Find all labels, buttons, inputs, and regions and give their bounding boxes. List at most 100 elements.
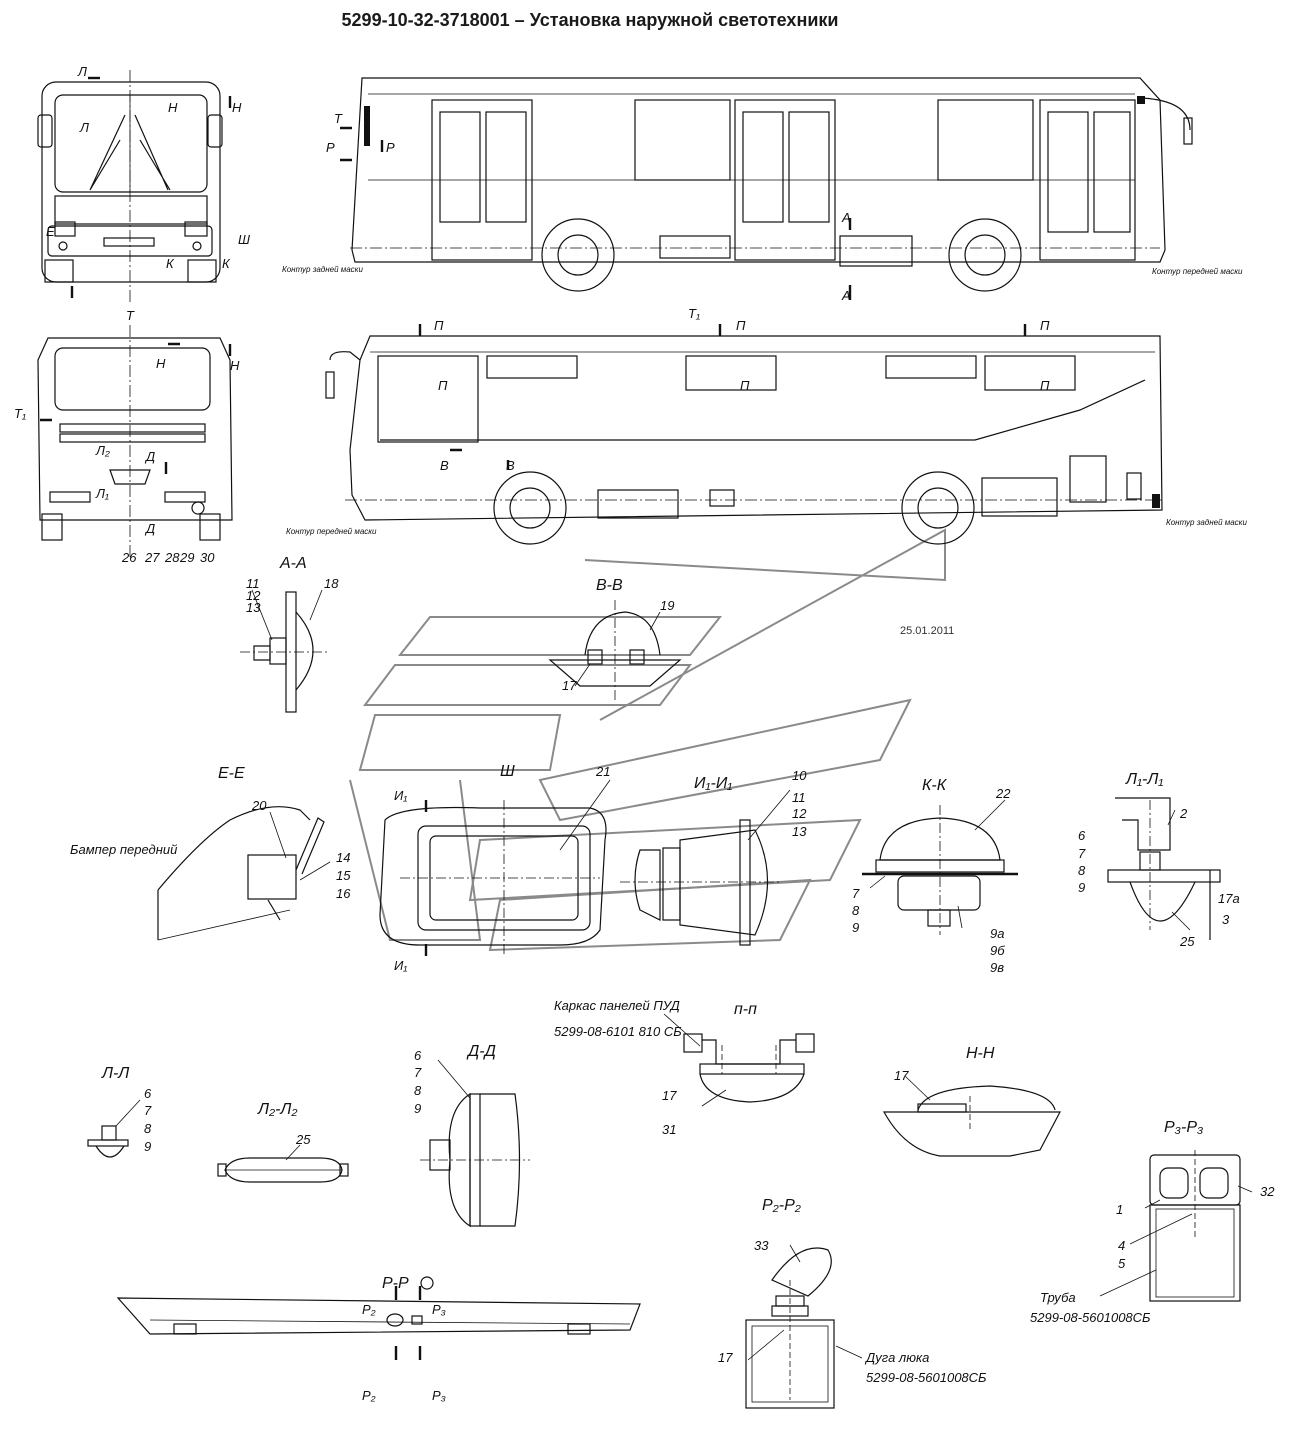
callout-10: 10 [792,768,807,783]
mark-pi-2: П [736,318,746,333]
title-section-p3p3: Р₃-Р₃ [1164,1119,1203,1136]
section-p3p3 [1099,1150,1253,1302]
callout-9-ll: 9 [144,1139,151,1154]
section-p2p2 [745,1244,863,1409]
mark-p2-bottom: Р₂ [362,1388,376,1403]
callout-4: 4 [1118,1238,1125,1253]
front-view [37,70,232,305]
callout-7-ll: 7 [144,1103,152,1118]
mark-pi-3: П [1040,318,1050,333]
callout-17a: 17а [1218,891,1240,906]
title-section-pp: п-п [734,1001,757,1018]
mark-v-1: В [440,458,449,473]
callout-17-pp: 17 [662,1088,677,1103]
mark-t1-side: Т₁ [688,306,700,321]
callout-9a: 9а [990,926,1004,941]
date-stamp: 25.01.2011 [900,625,954,637]
note-panel-frame-1: Каркас панелей ПУД [554,998,680,1013]
callout-31: 31 [662,1122,676,1137]
callout-1: 1 [1116,1202,1123,1217]
callout-22: 22 [995,786,1011,801]
title-section-kk: К-К [922,777,948,794]
callout-30: 30 [200,550,215,565]
mark-i1-top: И₁ [394,788,407,803]
callout-21: 21 [595,764,610,779]
mark-l1: Л₁ [95,486,109,501]
rear-view [37,325,233,560]
note-front-contour: Контур передней маски [1152,267,1243,276]
callout-32: 32 [1260,1184,1275,1199]
section-ll [87,1099,141,1158]
title-section-ll: Л-Л [101,1065,129,1082]
note-arc-1: Дуга люка [864,1350,929,1365]
title-section-i1i1: И₁-И₁ [694,775,732,792]
mark-l-front: Л [77,64,87,79]
note-bumper: Бампер передний [70,842,177,857]
mark-n-front: Н [168,100,178,115]
callout-9b: 9б [990,943,1005,958]
mark-d: Д [144,449,155,464]
section-nn [882,1075,1061,1157]
section-rr [116,1276,641,1360]
callout-6-l1: 6 [1078,828,1086,843]
callout-11-aa: 11 [246,576,260,591]
section-kk [862,799,1018,935]
mark-pi-4: П [438,378,448,393]
title-section-p2p2: Р₂-Р₂ [762,1197,801,1214]
callout-26: 26 [121,550,137,565]
title-view-sh: Ш [500,763,515,780]
callout-7-l1: 7 [1078,846,1086,861]
callout-27: 27 [144,550,160,565]
mark-t-side: Т [334,111,343,126]
note-panel-frame-2: 5299-08-6101 810 СБ [554,1024,682,1039]
mark-e: Е [46,224,55,239]
mark-v-2: В [506,458,515,473]
section-i1i1 [620,789,791,946]
callout-7-kk: 7 [852,886,860,901]
section-ee [157,806,331,941]
callout-9-l1: 9 [1078,880,1085,895]
callout-9v: 9в [990,960,1004,975]
callout-17-nn: 17 [894,1068,909,1083]
callout-17-p2: 17 [718,1350,733,1365]
callout-16: 16 [336,886,351,901]
callout-11: 11 [792,790,806,805]
callout-9-dd: 9 [414,1101,421,1116]
callout-6-ll: 6 [144,1086,152,1101]
mark-pi-6: П [1040,378,1050,393]
mark-pi-5: П [740,378,750,393]
callout-29: 29 [179,550,194,565]
callout-8-l1: 8 [1078,863,1086,878]
callout-13-aa: 13 [246,600,261,615]
drawing-title: 5299-10-32-3718001 – Установка наружной … [341,10,839,30]
title-section-ee: Е-Е [218,765,245,782]
section-vv [548,600,682,700]
callout-18: 18 [324,576,339,591]
section-dd [420,1059,530,1228]
mark-a-top: А [841,210,851,225]
note-front-contour-2: Контур передней маски [286,527,377,536]
mark-k-2: К [222,256,231,271]
callout-28: 28 [164,550,180,565]
mark-p3-top: Р₃ [432,1302,446,1317]
mark-k-1: К [166,256,175,271]
title-section-l1l1: Л₁-Л₁ [1125,771,1163,788]
mark-i1-bottom: И₁ [394,958,407,973]
mark-p-side-2: Р [386,140,395,155]
mark-p3-bottom: Р₃ [432,1388,446,1403]
title-section-vv: В-В [596,577,623,594]
mark-a-bottom: А [841,288,851,303]
title-section-aa: А-А [279,555,307,572]
callout-9-kk: 9 [852,920,859,935]
mark-n-front-2: Н [232,100,242,115]
watermark-logo [349,528,946,952]
callout-6-dd: 6 [414,1048,422,1063]
callout-12-aa: 12 [246,588,261,603]
title-section-l2l2: Л₂-Л₂ [257,1101,297,1118]
note-pipe-2: 5299-08-5601008СБ [1030,1310,1151,1325]
callout-25-l2: 25 [295,1132,311,1147]
callout-5: 5 [1118,1256,1126,1271]
note-arc-2: 5299-08-5601008СБ [866,1370,987,1385]
side-view-right [325,324,1165,545]
